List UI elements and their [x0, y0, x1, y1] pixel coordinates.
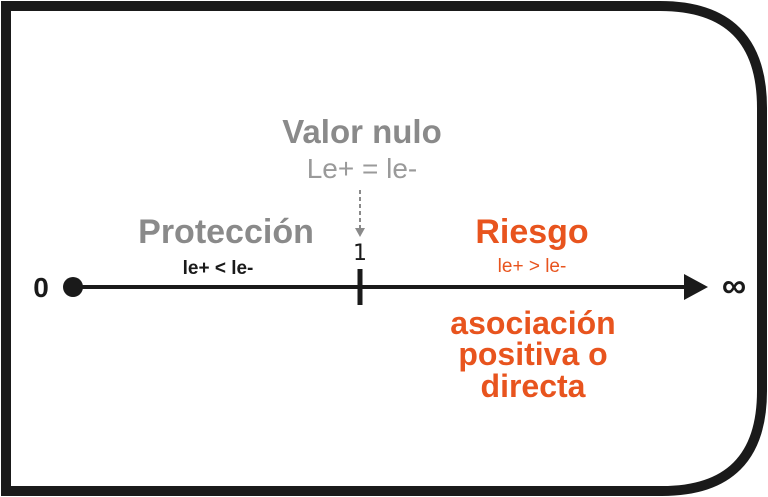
axis-start-label: 0: [33, 272, 49, 303]
risk-formula: le+ > le-: [498, 256, 567, 277]
arrowhead-right-icon: [684, 274, 708, 300]
dashed-down-arrow-icon: [355, 190, 365, 237]
protection-title: Protección: [138, 213, 314, 251]
risk-description-line-1: asociación: [450, 305, 615, 341]
risk-description-line-2: positiva o: [458, 336, 607, 372]
protection-formula: le+ < le-: [183, 258, 254, 279]
axis-end-label: ∞: [722, 267, 746, 305]
null-value-formula: Le+ = le-: [307, 153, 418, 184]
tick-label-one: 1: [353, 241, 367, 266]
risk-description-line-3: directa: [481, 368, 586, 404]
null-value-title: Valor nulo: [282, 113, 442, 150]
risk-title: Riesgo: [475, 213, 588, 251]
